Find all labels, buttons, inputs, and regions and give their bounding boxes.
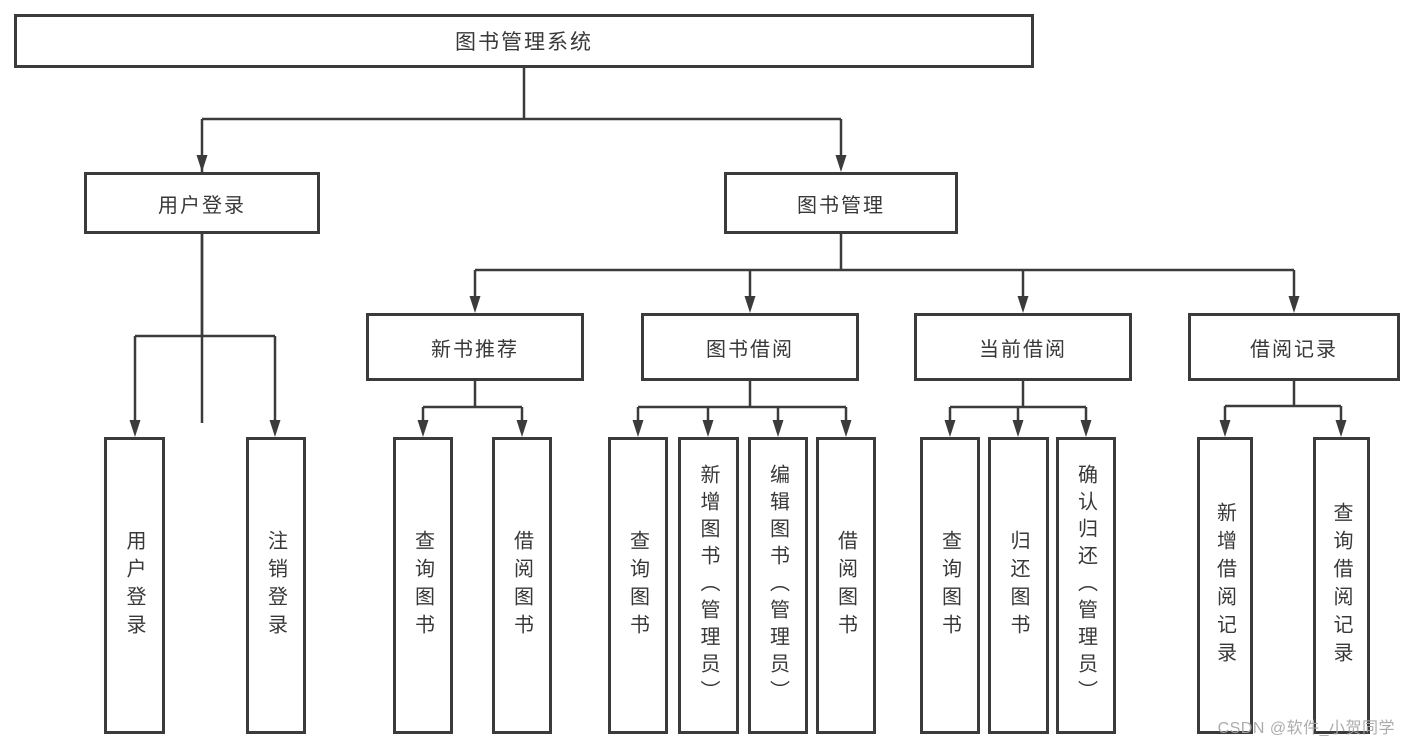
node-book-borrow: 图书借阅: [641, 313, 859, 381]
connector-user-login-to-leaves: [129, 233, 281, 437]
connector-book-management-to-level3: [469, 233, 1300, 313]
node-leaf-logout: 注销登录: [246, 437, 306, 734]
node-leaf-bb-edit-books-admin: 编辑图书（管理员）: [748, 437, 808, 734]
watermark: CSDN @软件_小贺同学: [1217, 720, 1395, 737]
node-leaf-bb-query-books: 查询图书: [608, 437, 668, 734]
node-leaf-br-query-record: 查询借阅记录: [1313, 437, 1370, 734]
connector-book-borrow-to-leaves: [632, 381, 852, 437]
node-leaf-nb-query-books: 查询图书: [393, 437, 453, 734]
node-current-borrow: 当前借阅: [914, 313, 1132, 381]
node-leaf-bb-borrow-books: 借阅图书: [816, 437, 876, 734]
node-leaf-cb-query-books: 查询图书: [920, 437, 980, 734]
node-leaf-br-add-record: 新增借阅记录: [1197, 437, 1253, 734]
node-book-management: 图书管理: [724, 172, 958, 234]
node-new-book-recommend: 新书推荐: [366, 313, 584, 381]
node-root: 图书管理系统: [14, 14, 1034, 68]
node-leaf-cb-confirm-return-admin: 确认归还（管理员）: [1056, 437, 1116, 734]
node-user-login: 用户登录: [84, 172, 320, 234]
connector-borrow-records-to-leaves: [1219, 381, 1347, 437]
node-leaf-user-login: 用户登录: [104, 437, 165, 734]
connector-new-book-to-leaves: [417, 381, 528, 437]
connector-current-borrow-to-leaves: [944, 381, 1092, 437]
node-borrow-records: 借阅记录: [1188, 313, 1400, 381]
node-leaf-bb-add-books-admin: 新增图书（管理员）: [678, 437, 739, 734]
node-leaf-nb-borrow-books: 借阅图书: [492, 437, 552, 734]
node-leaf-cb-return-books: 归还图书: [988, 437, 1049, 734]
connector-root-to-level2: [196, 68, 847, 423]
